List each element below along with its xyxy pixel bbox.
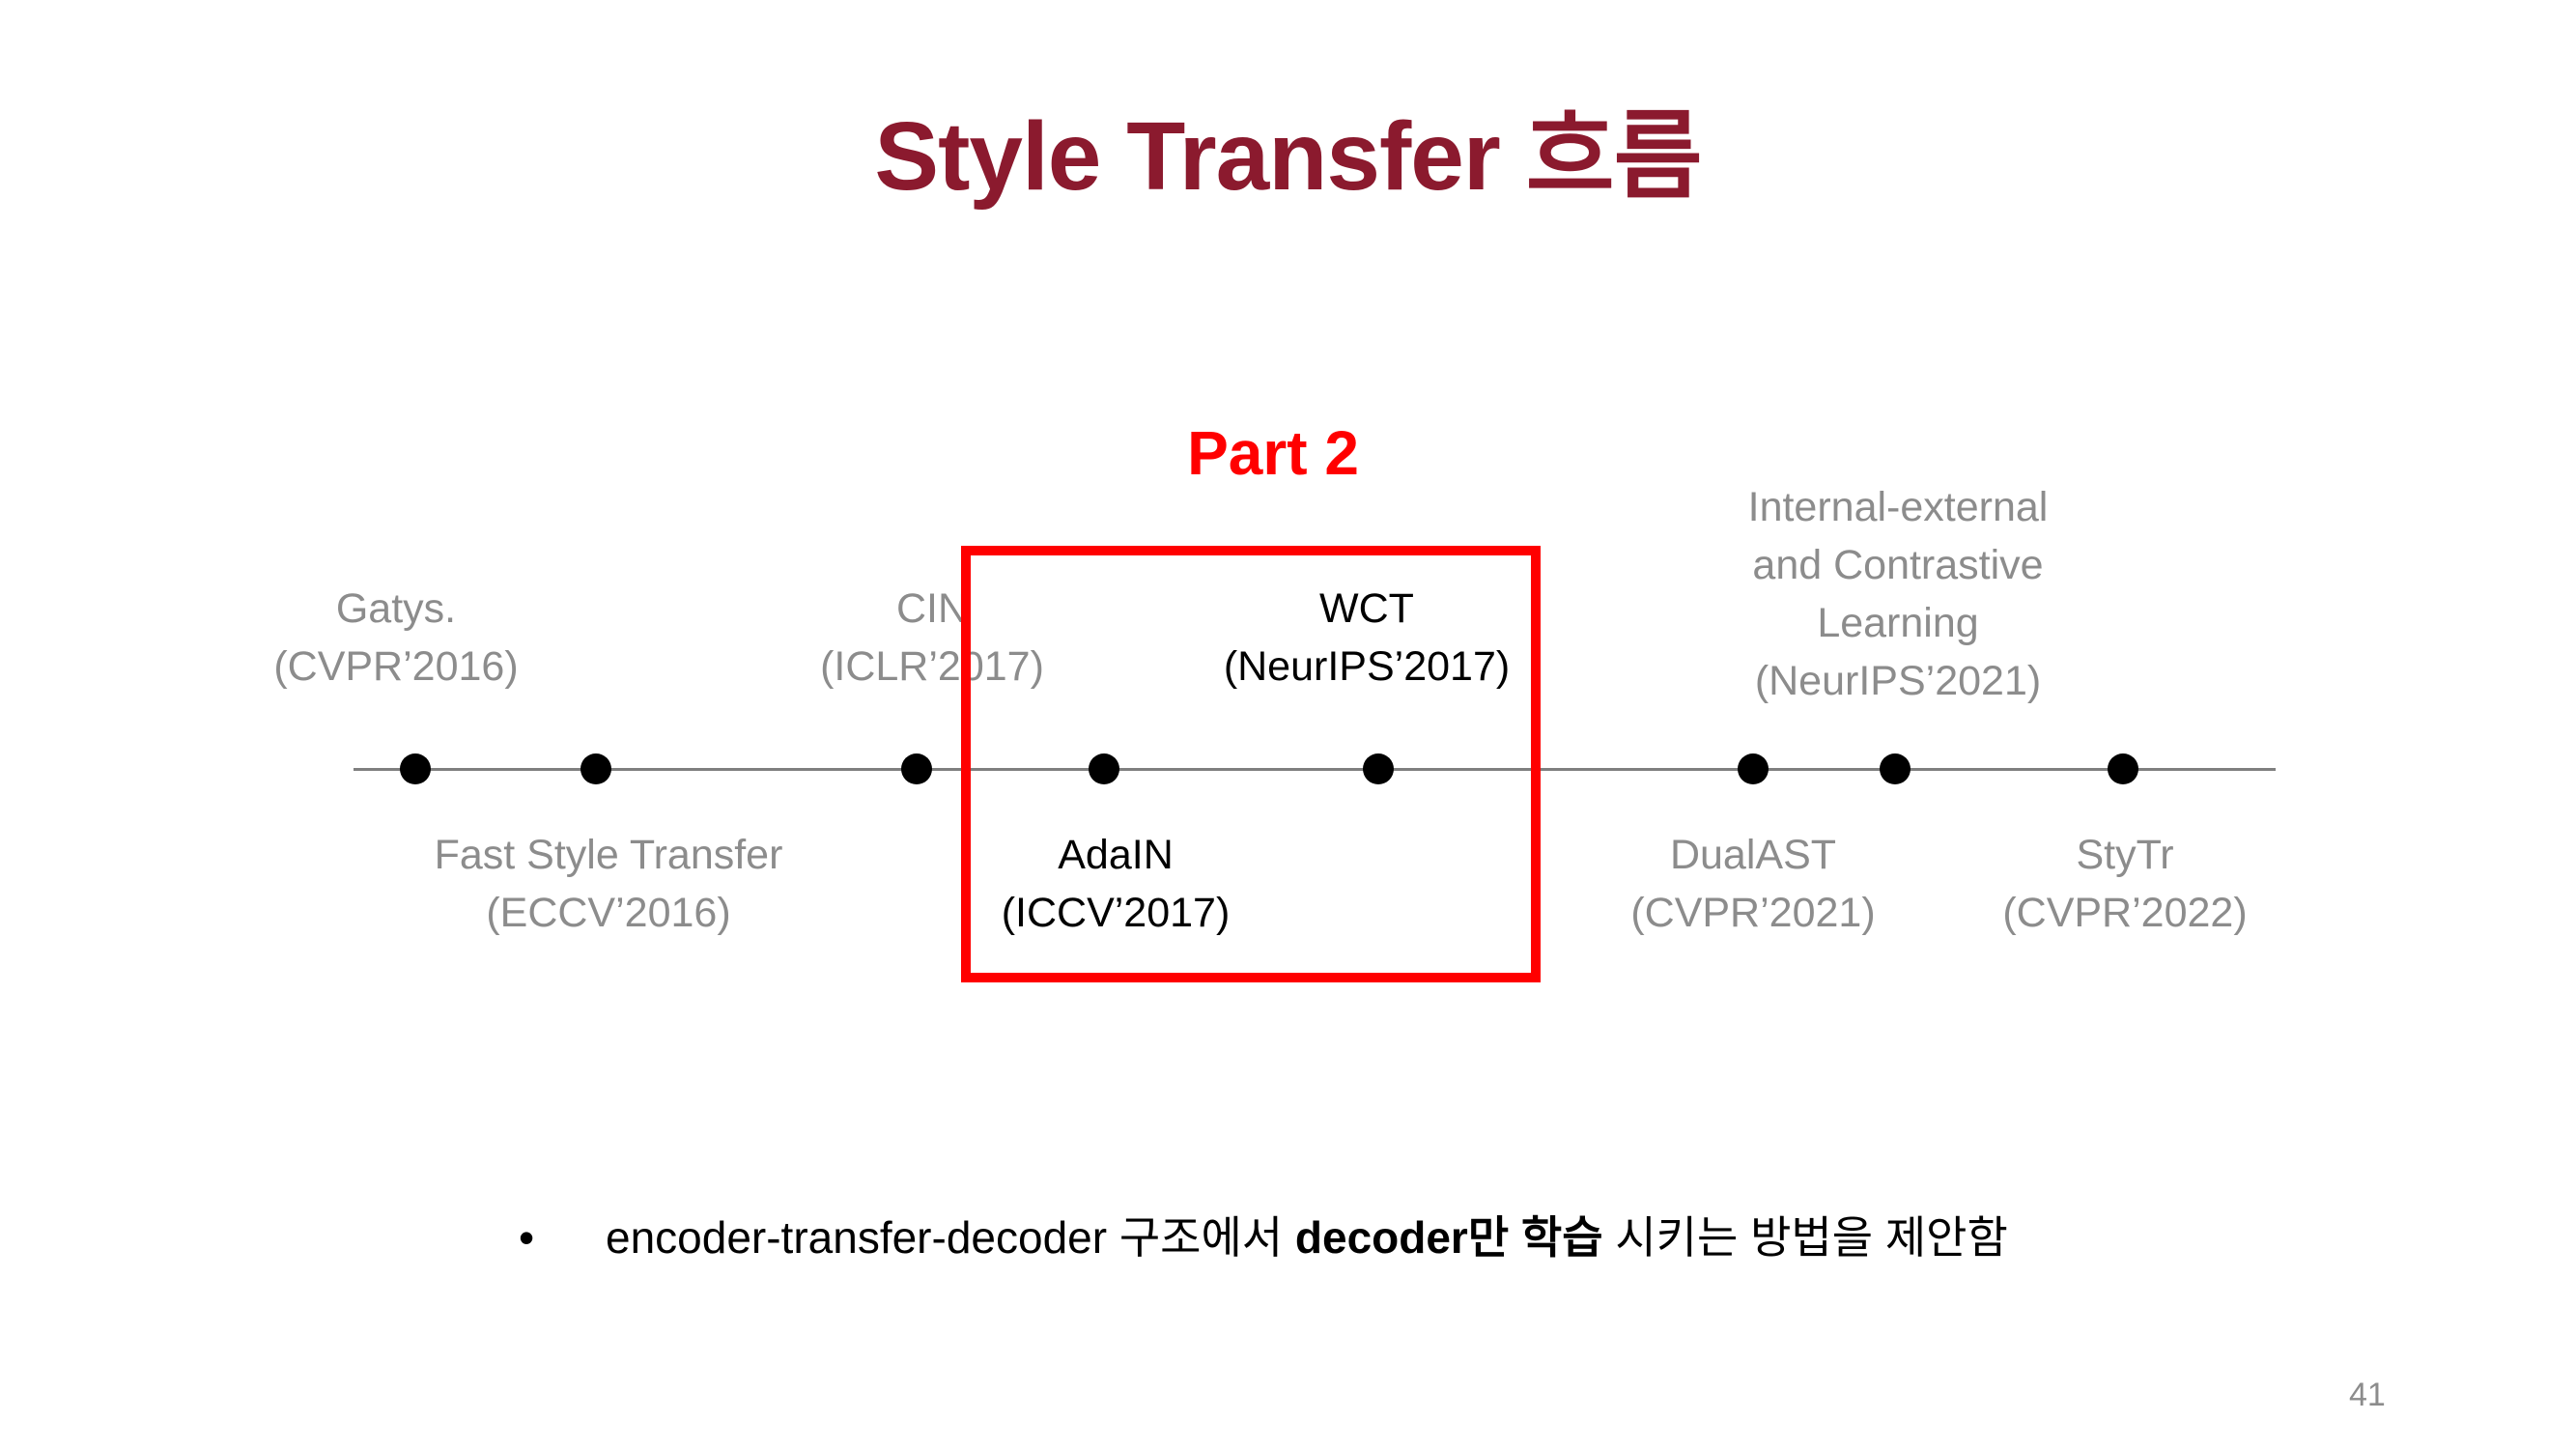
bullet-marker: • [518, 1212, 535, 1263]
label-line: (ICLR’2017) [820, 643, 1044, 690]
page-number: 41 [2349, 1377, 2386, 1413]
part-label: Part 2 [1187, 418, 1359, 488]
bullet-text-before: encoder-transfer-decoder 구조에서 [606, 1212, 1295, 1263]
timeline-label-cin: CIN (ICLR’2017) [811, 580, 1053, 696]
label-line: (CVPR’2021) [1630, 890, 1876, 936]
label-line: Learning [1817, 600, 1979, 646]
timeline-label-fast-style-transfer: Fast Style Transfer (ECCV’2016) [415, 826, 802, 942]
label-line: Internal-external [1747, 484, 2049, 530]
bullet-item: • encoder-transfer-decoder 구조에서 decoder만 … [497, 1203, 2008, 1266]
timeline-dot-adain [1089, 753, 1119, 784]
label-line: (CVPR’2016) [273, 643, 519, 690]
timeline-dot-internal-external [1880, 753, 1911, 784]
timeline-dot-gatys [400, 753, 431, 784]
timeline-label-gatys: Gatys. (CVPR’2016) [261, 580, 531, 696]
timeline-dot-dualast [1738, 753, 1769, 784]
bullet-text-after: 시키는 방법을 제안함 [1602, 1212, 2008, 1263]
timeline-label-adain: AdaIN (ICCV’2017) [980, 826, 1251, 942]
label-line: DualAST [1669, 832, 1837, 878]
timeline-dot-cin [901, 753, 932, 784]
label-line: and Contrastive [1752, 542, 2044, 588]
bullet-text-bold: decoder만 학습 [1294, 1212, 1603, 1263]
label-line: (NeurIPS’2021) [1754, 658, 2042, 704]
label-line: (ICCV’2017) [1001, 890, 1231, 936]
timeline-dot-fast-style-transfer [580, 753, 611, 784]
label-line: Gatys. [335, 585, 457, 632]
slide-title: Style Transfer 흐름 [874, 102, 1702, 211]
timeline-label-internal-external: Internal-external and Contrastive Learni… [1710, 478, 2086, 710]
label-line: WCT [1319, 585, 1414, 632]
label-line: (CVPR’2022) [2002, 890, 2248, 936]
part2-highlight-box [961, 546, 1541, 982]
label-line: (ECCV’2016) [486, 890, 731, 936]
timeline-axis [354, 768, 2276, 771]
timeline-label-dualast: DualAST (CVPR’2021) [1613, 826, 1893, 942]
timeline-label-stytr: StyTr (CVPR’2022) [1985, 826, 2265, 942]
timeline-dot-stytr [2108, 753, 2138, 784]
timeline-dot-wct [1363, 753, 1394, 784]
label-line: AdaIN [1058, 832, 1174, 878]
label-line: StyTr [2076, 832, 2174, 878]
label-line: CIN [895, 585, 969, 632]
label-line: (NeurIPS’2017) [1223, 643, 1511, 690]
label-line: Fast Style Transfer [434, 832, 783, 878]
timeline-label-wct: WCT (NeurIPS’2017) [1207, 580, 1526, 696]
